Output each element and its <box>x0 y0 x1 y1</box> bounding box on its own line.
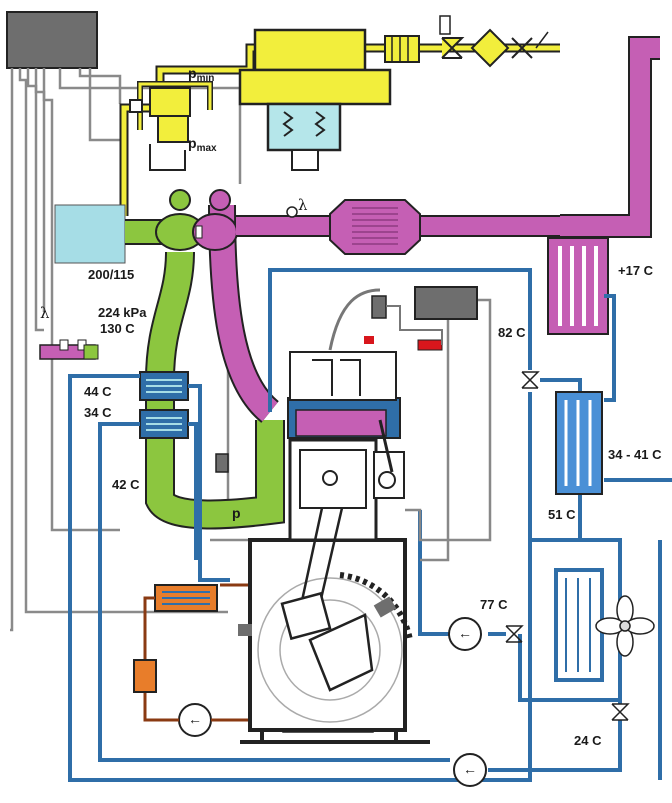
label-temp-44: 44 C <box>84 385 111 398</box>
thermostatic-valve-82 <box>522 372 538 388</box>
gas-injector-red <box>418 340 442 350</box>
label-temp-82: 82 C <box>498 326 525 339</box>
thermostatic-valve-24 <box>612 704 628 720</box>
coolant-pump-2-arrow: ← <box>463 762 477 776</box>
ignition-control-unit <box>415 287 477 319</box>
label-temp-77: 77 C <box>480 598 507 611</box>
label-p-max-main: p <box>188 135 197 151</box>
label-temp-17: +17 C <box>618 264 653 277</box>
label-turbo-ratio: 200/115 <box>88 268 134 281</box>
label-p-min: pmin <box>188 66 214 81</box>
label-p-max: pmax <box>188 136 217 151</box>
radiator-fan <box>596 596 654 656</box>
label-boost-temp: 130 C <box>100 322 135 335</box>
lambda-sensor-left <box>40 340 98 359</box>
label-temp-42: 42 C <box>112 478 139 491</box>
coolant-pump-1-arrow: ← <box>458 626 472 640</box>
oil-pump-arrow: ← <box>188 712 202 726</box>
label-boost-pressure: 224 kPa <box>98 306 146 319</box>
gas-filter <box>472 30 508 66</box>
oil-filter <box>134 660 156 692</box>
label-lambda-left: λ <box>40 306 50 321</box>
label-lambda-top: λ <box>298 198 308 213</box>
exhaust-heat-exchanger <box>548 238 608 334</box>
label-p-min-main: p <box>188 65 197 81</box>
label-temp-24: 24 C <box>574 734 601 747</box>
label-p-max-sub: max <box>197 143 217 154</box>
air-inlet <box>55 205 125 263</box>
pressure-regulator-min <box>150 88 190 116</box>
gas-regulator-chamber <box>268 104 340 150</box>
label-temp-34-41: 34 - 41 C <box>606 448 663 461</box>
gas-mixer-valve-body <box>255 30 365 70</box>
label-temp-51: 51 C <box>548 508 575 521</box>
label-temp-34: 34 C <box>84 406 111 419</box>
label-pressure-sensor: p <box>232 506 241 520</box>
gas-supply-system <box>124 16 560 216</box>
engine-control-unit <box>7 12 97 68</box>
label-p-min-sub: min <box>197 73 215 84</box>
pressure-regulator-max <box>158 116 188 142</box>
